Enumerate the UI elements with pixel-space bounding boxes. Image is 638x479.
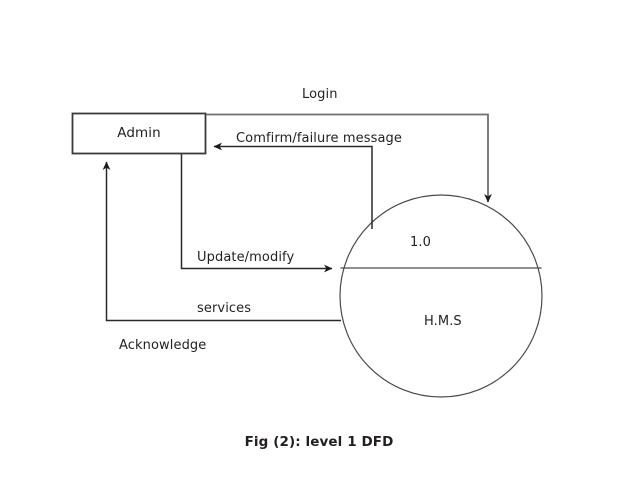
process-number-label: 1.0 bbox=[410, 235, 431, 250]
flow-acknowledge-label: Acknowledge bbox=[119, 338, 207, 353]
flow-update-label-line2: services bbox=[197, 301, 252, 316]
flow-update-label: Update/modify services bbox=[197, 215, 294, 351]
process-hms-circle bbox=[339, 194, 543, 398]
entity-admin-label: Admin bbox=[117, 125, 161, 141]
flow-login-label: Login bbox=[302, 87, 338, 102]
entity-admin-box bbox=[71, 112, 207, 155]
flow-confirm-line bbox=[213, 142, 373, 229]
flow-login-line bbox=[206, 113, 492, 203]
figure-caption: Fig (2): level 1 DFD bbox=[244, 434, 394, 450]
flow-update-line bbox=[180, 154, 333, 273]
flow-acknowledge-line bbox=[102, 161, 341, 322]
flow-update-label-line1: Update/modify bbox=[197, 250, 295, 265]
flow-confirm-label: Comfirm/failure message bbox=[236, 131, 402, 146]
process-name-label: H.M.S bbox=[424, 314, 462, 329]
